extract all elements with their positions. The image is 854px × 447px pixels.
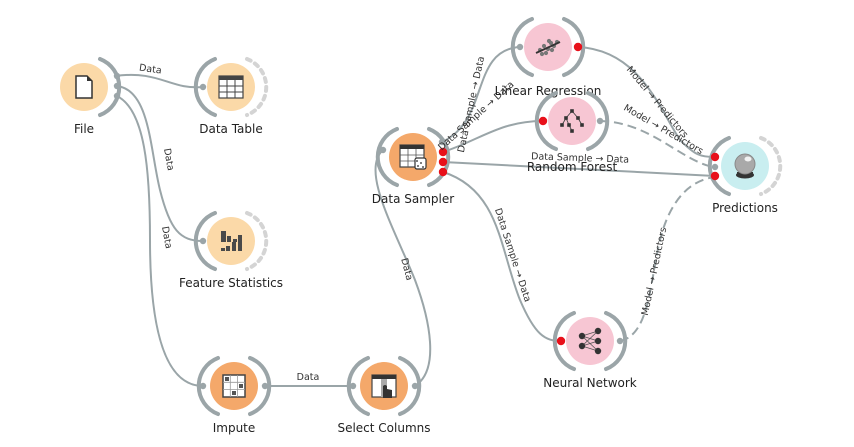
link-data-sampler-to-neural-network[interactable] [442, 171, 562, 342]
input-anchor[interactable] [193, 57, 217, 117]
link-label: Data [138, 62, 162, 76]
network-icon [578, 327, 602, 355]
node-label: Neural Network [543, 376, 637, 390]
node-label: Linear Regression [495, 84, 602, 98]
table-icon [218, 75, 244, 99]
output-anchor[interactable] [245, 211, 269, 271]
link-random-forest-to-predictions[interactable] [599, 120, 714, 168]
anchor-dot[interactable] [438, 138, 446, 146]
node-label: Impute [213, 421, 256, 435]
node-random-forest[interactable]: Random Forest [527, 91, 618, 174]
anchor-dot[interactable] [379, 146, 387, 154]
link-label: Data [161, 147, 176, 171]
link-data-sampler-to-predictions[interactable] [442, 161, 716, 177]
input-anchor[interactable] [510, 17, 534, 77]
node-feature-statistics[interactable]: Feature Statistics [179, 211, 283, 290]
anchor-dot[interactable] [261, 382, 269, 390]
active-anchor-dot[interactable] [438, 167, 448, 177]
node-predictions[interactable]: Predictions [707, 136, 783, 215]
anchor-dot[interactable] [113, 82, 121, 90]
anchor-dot[interactable] [596, 117, 604, 125]
active-anchor-dot[interactable] [438, 157, 448, 167]
output-anchor[interactable] [245, 57, 269, 117]
node-impute[interactable]: Impute [196, 356, 272, 435]
anchor-dot[interactable] [199, 83, 207, 91]
node-label: Select Columns [337, 421, 430, 435]
anchor-dot[interactable] [199, 382, 207, 390]
link-file-to-data-table[interactable] [114, 73, 204, 89]
input-anchor[interactable] [707, 136, 731, 196]
anchor-dot[interactable] [616, 337, 624, 345]
active-anchor-dot[interactable] [438, 147, 448, 157]
link-label: Model → Predictors [640, 226, 669, 316]
links-layer [114, 46, 716, 387]
link-label: Data Sample → Data [531, 151, 629, 165]
active-anchor-dot[interactable] [710, 152, 720, 162]
output-anchor[interactable] [604, 311, 628, 371]
input-anchor[interactable] [346, 356, 370, 416]
anchor-dot[interactable] [113, 72, 121, 80]
input-anchor[interactable] [534, 91, 558, 151]
anchor-dot[interactable] [711, 163, 719, 171]
active-anchor-dot[interactable] [538, 116, 548, 126]
link-data-sampler-to-random-forest[interactable] [442, 120, 544, 153]
node-data-sampler[interactable]: Data Sampler [372, 127, 454, 206]
output-anchor[interactable] [586, 91, 610, 151]
output-anchor[interactable] [427, 127, 451, 187]
anchor-dot[interactable] [516, 43, 524, 51]
active-anchor-dot[interactable] [556, 336, 566, 346]
anchor-dot[interactable] [199, 237, 207, 245]
node-data-table[interactable]: Data Table [193, 57, 269, 136]
link-label: Data Sample → Data [492, 207, 533, 304]
file-icon [75, 75, 93, 99]
crystal-ball-icon [734, 153, 756, 179]
active-anchor-dot[interactable] [710, 171, 720, 181]
input-anchor[interactable] [552, 311, 576, 371]
input-anchor[interactable] [196, 356, 220, 416]
node-linear-regression[interactable]: Linear Regression [495, 17, 602, 98]
select-columns-icon [371, 374, 397, 398]
node-label: Feature Statistics [179, 276, 283, 290]
scatter-line-icon [535, 38, 561, 57]
dice-table-icon [399, 144, 427, 170]
link-select-columns-to-data-sampler[interactable] [374, 149, 432, 387]
output-anchor[interactable] [759, 136, 783, 196]
output-anchor[interactable] [248, 356, 272, 416]
node-select-columns[interactable]: Select Columns [337, 356, 431, 435]
link-data-sampler-to-linear-regression[interactable] [441, 46, 521, 143]
link-label: Data [398, 257, 414, 282]
link-file-to-impute[interactable] [116, 95, 204, 387]
anchor-dot[interactable] [349, 382, 357, 390]
anchor-dot[interactable] [113, 92, 121, 100]
node-body[interactable] [566, 317, 614, 365]
node-label: Predictions [712, 201, 778, 215]
output-anchor[interactable] [562, 17, 586, 77]
node-label: Random Forest [527, 160, 618, 174]
active-anchor-dot[interactable] [573, 42, 583, 52]
link-linear-regression-to-predictions[interactable] [577, 46, 716, 158]
anchor-dot[interactable] [411, 382, 419, 390]
node-neural-network[interactable]: Neural Network [543, 311, 637, 390]
bar-chart-icon [221, 231, 242, 251]
node-label: File [74, 122, 94, 136]
node-label: Data Sampler [372, 192, 454, 206]
impute-grid-icon [222, 374, 246, 398]
link-file-to-feature-statistics[interactable] [116, 85, 204, 242]
link-label: Data [159, 225, 174, 249]
node-body[interactable] [548, 97, 596, 145]
input-anchor[interactable] [193, 211, 217, 271]
input-anchor[interactable] [375, 127, 399, 187]
node-file[interactable]: File [60, 57, 122, 136]
node-label: Data Table [199, 122, 263, 136]
output-anchor[interactable] [398, 356, 422, 416]
tree-icon [560, 109, 584, 133]
link-label: Data [297, 372, 320, 383]
link-neural-network-to-predictions[interactable] [619, 176, 716, 342]
